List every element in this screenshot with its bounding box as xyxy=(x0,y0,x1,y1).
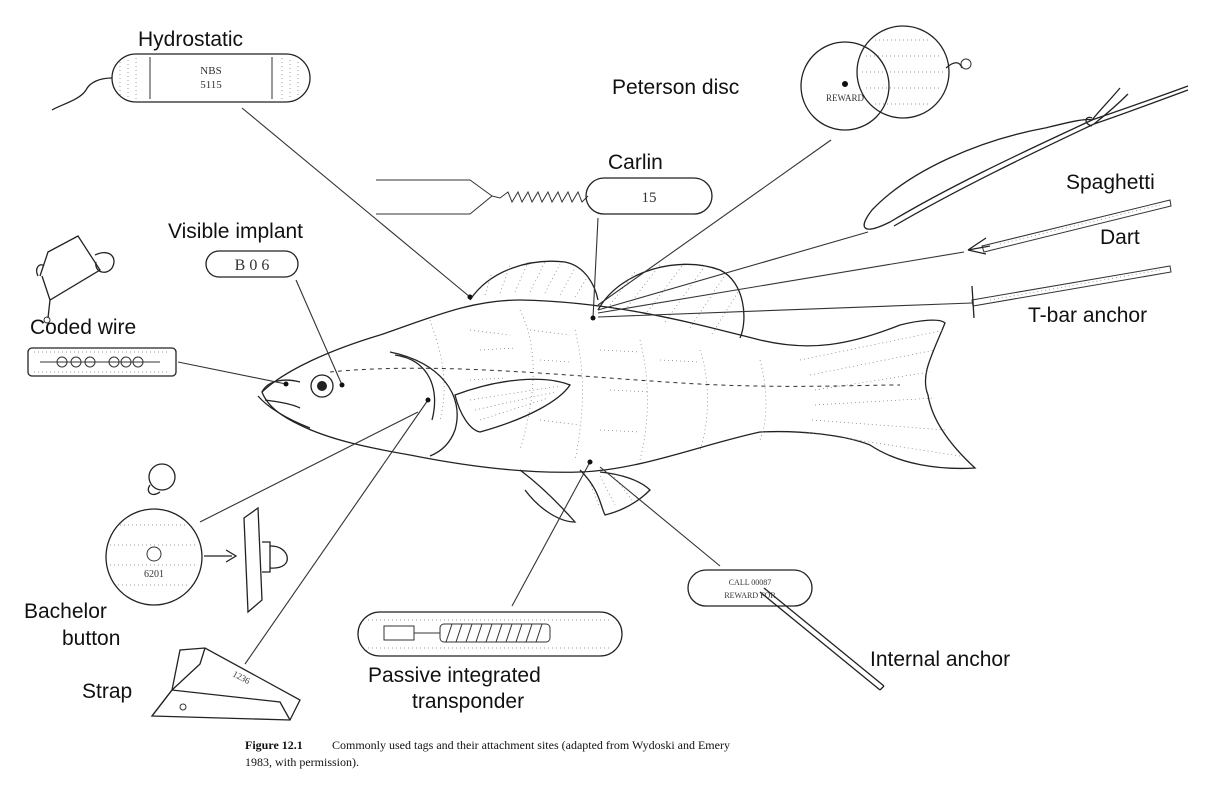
caption-figure-number: Figure 12.1 xyxy=(245,738,303,752)
bachelor-button-text: 6201 xyxy=(144,569,164,580)
peterson-disc-text: REWARD xyxy=(826,93,865,103)
fish-illustration xyxy=(258,261,975,522)
ventral-site-dot xyxy=(588,460,593,465)
label-internal-anchor: Internal anchor xyxy=(870,648,1010,671)
label-coded-wire: Coded wire xyxy=(30,316,136,339)
carlin-tag-text: 15 xyxy=(642,190,657,206)
visible-implant-tag: B 0 6 xyxy=(206,251,298,277)
opercle-site-dot xyxy=(426,398,431,403)
label-pit-2: transponder xyxy=(412,690,524,713)
pit-tag xyxy=(358,612,622,656)
bachelor-button-tag: 6201 xyxy=(106,464,287,612)
dorsal-site-dot xyxy=(591,316,596,321)
internal-anchor-leader xyxy=(600,467,720,566)
label-spaghetti: Spaghetti xyxy=(1066,171,1155,194)
dart-leader xyxy=(598,252,964,313)
strap-tag: 1236 xyxy=(152,648,300,720)
label-dart: Dart xyxy=(1100,226,1140,249)
visible-implant-leader xyxy=(296,280,342,385)
label-bachelor-button-1: Bachelor xyxy=(24,600,107,623)
eye-site-dot xyxy=(340,383,345,388)
coded-wire-leader xyxy=(178,362,286,384)
label-t-bar-anchor: T-bar anchor xyxy=(1028,304,1147,327)
snout-site-dot xyxy=(284,382,289,387)
label-hydrostatic: Hydrostatic xyxy=(138,28,243,51)
label-visible-implant: Visible implant xyxy=(168,220,303,243)
caption-line-2: 1983, with permission). xyxy=(245,755,359,769)
carlin-leader xyxy=(593,218,598,318)
carlin-tag: 15 xyxy=(376,178,712,214)
hydrostatic-tag-text-2: 5115 xyxy=(200,79,222,91)
label-pit-1: Passive integrated xyxy=(368,664,541,687)
label-carlin: Carlin xyxy=(608,151,663,174)
internal-anchor-text-1: CALL 00087 xyxy=(729,578,772,587)
t-bar-anchor-leader xyxy=(598,303,972,317)
pit-leader xyxy=(512,462,590,606)
label-peterson-disc: Peterson disc xyxy=(612,76,739,99)
dart-tag xyxy=(968,200,1171,254)
coded-wire-tag xyxy=(28,348,176,376)
hydrostatic-site-dot xyxy=(468,295,473,300)
hydrostatic-tag-text-1: NBS xyxy=(200,65,221,77)
peterson-disc-tag: REWARD xyxy=(801,26,971,130)
caption-line-1: Commonly used tags and their attachment … xyxy=(332,738,730,752)
hydrostatic-leader xyxy=(242,108,470,297)
label-bachelor-button-2: button xyxy=(62,627,120,650)
internal-anchor-tag: CALL 00087 REWARD FOR xyxy=(688,570,884,690)
label-strap: Strap xyxy=(82,680,132,703)
figure-caption: Figure 12.1 Commonly used tags and their… xyxy=(245,738,730,769)
hydrostatic-tag: NBS 5115 xyxy=(37,54,310,323)
visible-implant-tag-text: B 0 6 xyxy=(235,257,270,274)
spaghetti-leader xyxy=(598,232,868,310)
